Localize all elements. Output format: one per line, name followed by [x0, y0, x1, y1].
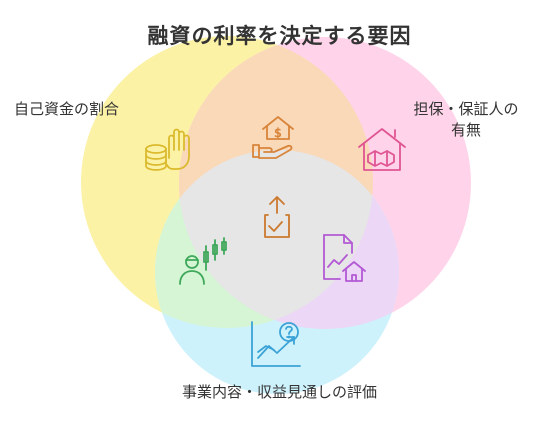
svg-text:$: $	[274, 126, 282, 140]
label-capital-ratio: 自己資金の割合	[14, 100, 120, 118]
label-business-evaluation: 事業内容・収益見通しの評価	[181, 383, 377, 401]
person-candlestick-icon	[179, 237, 227, 285]
label-collateral-line2: 有無	[450, 121, 481, 139]
chart-question-icon	[251, 321, 301, 367]
coins-hand-icon	[145, 128, 190, 171]
diagram-title: 融資の利率を決定する要因	[147, 24, 412, 48]
label-collateral-line1: 担保・保証人の	[413, 100, 519, 118]
document-house-icon	[323, 234, 366, 282]
label-collateral: 担保・保証人の 有無	[391, 99, 541, 141]
clipboard-upload-icon	[264, 196, 290, 238]
handshake-house-icon	[358, 128, 406, 171]
house-money-hand-icon: $	[252, 116, 294, 159]
intersection-center	[179, 150, 373, 328]
